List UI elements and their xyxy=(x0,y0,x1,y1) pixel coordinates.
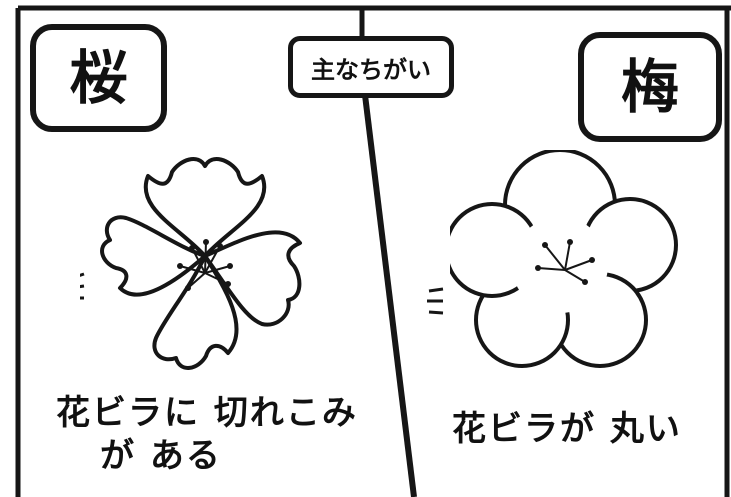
ume-caption: 花ビラが 丸い xyxy=(452,409,682,449)
ume-label: 梅 xyxy=(620,53,679,121)
sakura-flower-icon xyxy=(80,157,302,370)
sign-text: 主なちがい xyxy=(311,55,431,84)
sakura-caption-line2: が ある xyxy=(100,435,222,476)
sakura-caption-line1: 花ビラに 切れこみ xyxy=(56,393,358,433)
sakura-caption: 花ビラに 切れこみ が ある xyxy=(56,392,358,477)
ume-label-box: 梅 xyxy=(578,32,722,142)
motion-lines-icon xyxy=(427,287,444,315)
sakura-label-box: 桜 xyxy=(30,24,167,132)
sakura-label: 桜 xyxy=(69,44,128,112)
main-difference-sign: 主なちがい xyxy=(288,36,454,98)
ume-flower-icon xyxy=(450,150,678,368)
